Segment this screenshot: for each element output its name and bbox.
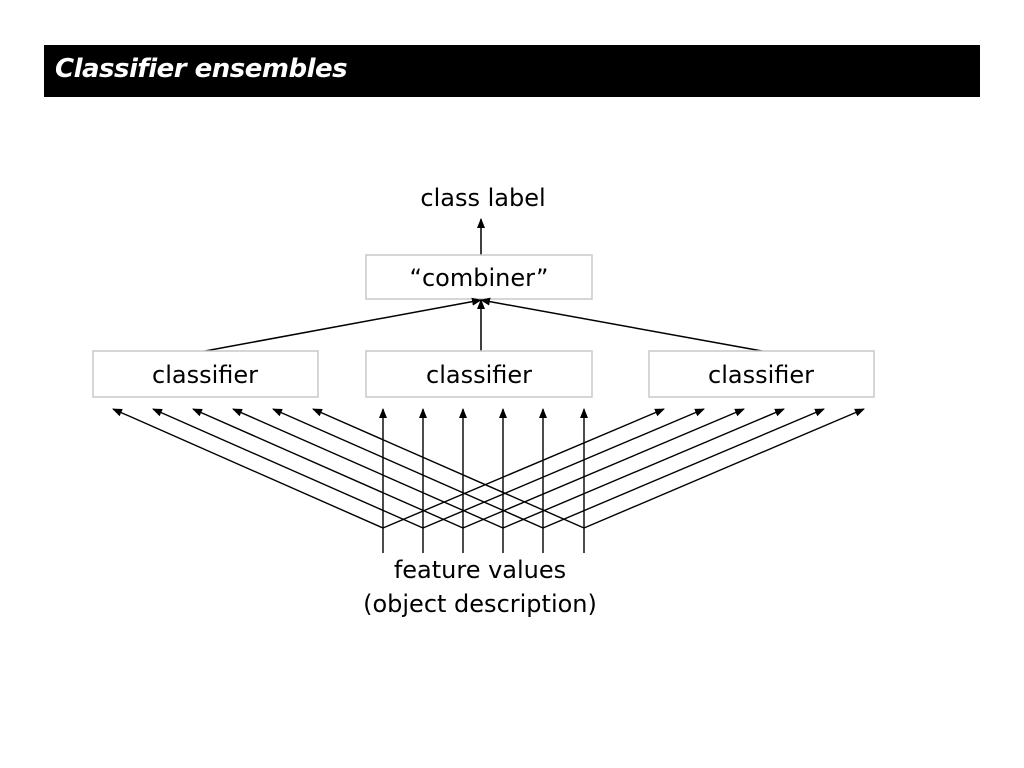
feature-1-to-classifier-1-arrow <box>112 408 384 529</box>
feature-1-to-classifier-3-arrow <box>382 408 665 529</box>
feature-6-to-classifier-3-arrow <box>583 408 865 529</box>
feature-2-to-classifier-3-arrow <box>422 408 705 529</box>
feature-5-to-classifier-1-arrow <box>272 408 544 529</box>
combiner-label: “combiner” <box>410 264 549 292</box>
feature-6-to-classifier-1-arrow <box>312 408 585 529</box>
feature-5-to-classifier-3-arrow <box>542 408 825 529</box>
feature-values-label: feature values <box>394 556 566 584</box>
classifier-1-to-combiner-arrow <box>204 297 482 352</box>
slide-title: Classifier ensembles <box>55 54 348 84</box>
classifier-label-3: classifier <box>708 361 814 389</box>
feature-3-to-classifier-1-arrow <box>192 408 464 529</box>
feature-4-to-classifier-1-arrow <box>232 408 504 529</box>
feature-4-to-classifier-3-arrow <box>502 408 785 529</box>
slide-title-bar: Classifier ensembles <box>44 45 980 97</box>
classifier-label-1: classifier <box>152 361 258 389</box>
feature-3-to-classifier-3-arrow <box>462 408 745 529</box>
classifier-label-2: classifier <box>426 361 532 389</box>
feature-arrows-group <box>112 408 865 553</box>
feature-2-to-classifier-1-arrow <box>152 408 424 529</box>
class-label-text: class label <box>420 184 545 212</box>
classifier-3-to-combiner-arrow <box>480 297 763 352</box>
classifier-box-1 <box>92 350 319 398</box>
object-description-label: (object description) <box>363 590 597 618</box>
classifier-box-3 <box>648 350 875 398</box>
classifier-box-2 <box>365 350 593 398</box>
